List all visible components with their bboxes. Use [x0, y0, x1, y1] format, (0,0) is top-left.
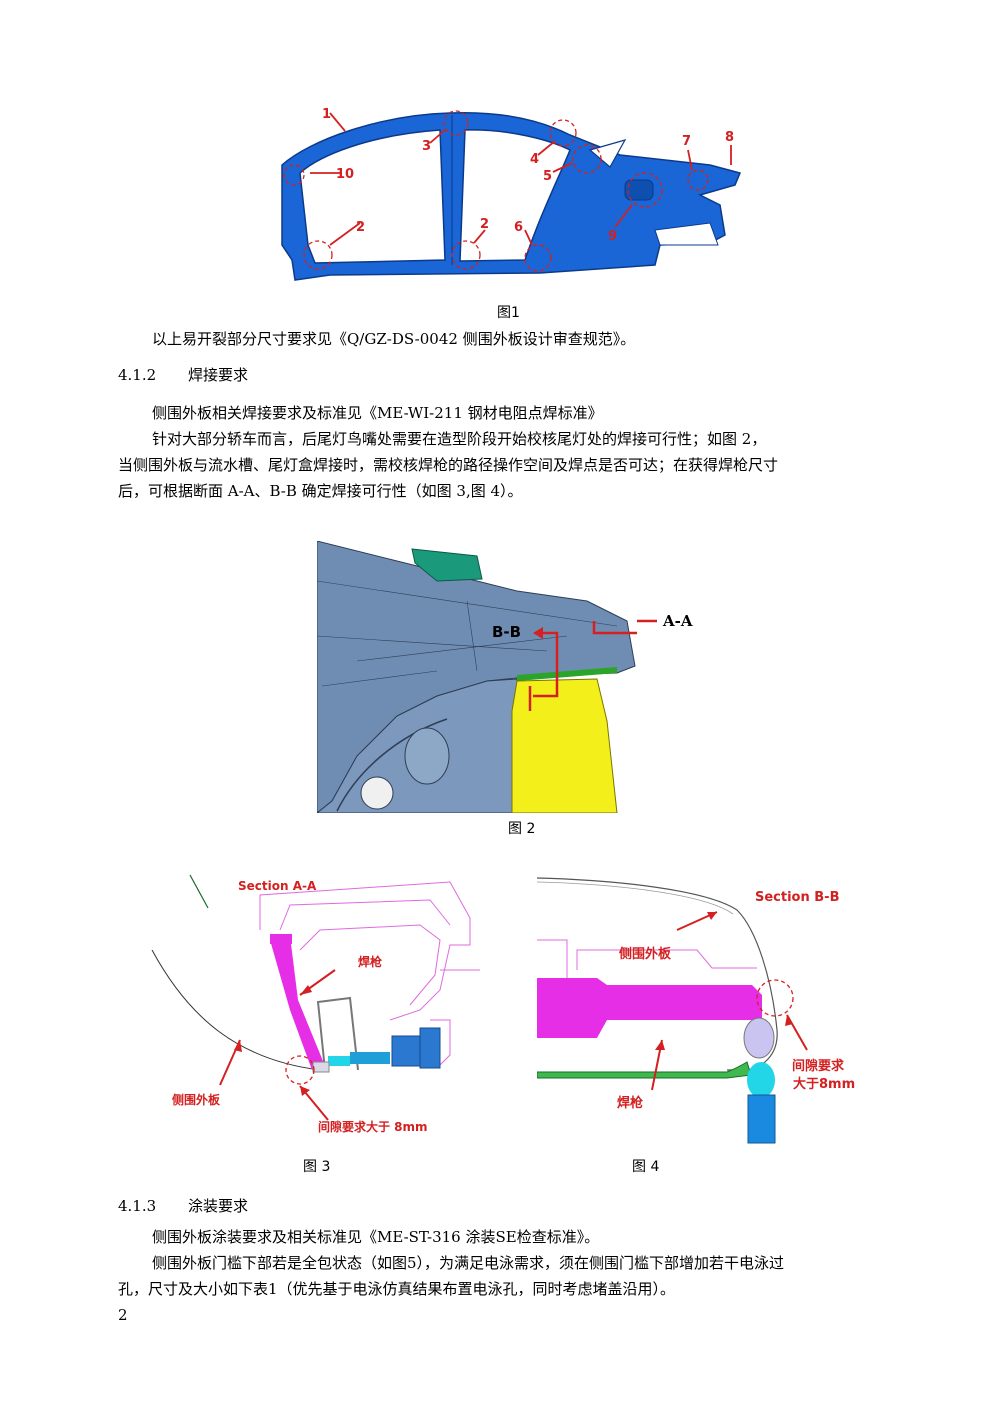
weld-para-1: 侧围外板相关焊接要求及标准见《ME-WI-211 钢材电阻点焊标准》 — [152, 404, 603, 422]
paint-para-3: 孔，尺寸及大小如下表1（优先基于电泳仿真结果布置电泳孔，同时考虑堵盖沿用）。 — [118, 1280, 676, 1298]
fig4-label-gap-line2: 大于8mm — [793, 1076, 855, 1092]
section-title: 涂装要求 — [188, 1197, 249, 1215]
figure-4-section-bb-image: Section B-B 侧围外板 焊枪 间隙要求 大于8mm — [537, 877, 855, 1144]
fig1-marker-3: 3 — [422, 139, 431, 154]
fig1-marker-5: 5 — [543, 169, 552, 184]
fig4-label-panel: 侧围外板 — [619, 946, 672, 962]
section-4-1-3-heading: 4.1.3 涂装要求 — [118, 1195, 248, 1216]
weld-para-3: 当侧围外板与流水槽、尾灯盒焊接时，需校核焊枪的路径操作空间及焊点是否可达；在获得… — [118, 456, 779, 474]
fig4-label-gun: 焊枪 — [617, 1095, 643, 1111]
figure-2-caption: 图 2 — [508, 821, 536, 837]
fig3-label-gun: 焊枪 — [358, 954, 382, 969]
fig3-label-gap: 间隙要求大于 8mm — [318, 1119, 428, 1134]
section-title: 焊接要求 — [188, 366, 249, 384]
fig1-marker-6: 6 — [514, 220, 523, 235]
figure-4-caption: 图 4 — [632, 1159, 660, 1175]
fig1-marker-1: 1 — [322, 107, 331, 122]
fig3-title: Section A-A — [238, 879, 317, 893]
fig4-label-gap-line1: 间隙要求 — [792, 1058, 845, 1074]
paint-para-1: 侧围外板涂装要求及相关标准见《ME-ST-316 涂装SE检查标准》。 — [152, 1228, 600, 1246]
fig2-label-bb: B-B — [492, 623, 521, 641]
figure-3-section-aa-image: Section A-A 焊枪 侧围外板 间隙要求大于 8mm — [151, 874, 480, 1134]
section-number: 4.1.3 — [118, 1197, 157, 1215]
fig1-marker-4: 4 — [530, 152, 539, 167]
page-number: 2 — [118, 1306, 128, 1324]
fig1-marker-10: 10 — [336, 167, 354, 182]
fig2-aa-arrow-icon — [637, 619, 657, 623]
paint-para-2: 侧围外板门槛下部若是全包状态（如图5），为满足电泳需求，须在侧围门槛下部增加若干… — [152, 1254, 785, 1272]
weld-para-2: 针对大部分轿车而言，后尾灯鸟嘴处需要在造型阶段开始校核尾灯处的焊接可行性；如图 … — [152, 430, 767, 448]
figure-2-tail-image: A-A B-B — [317, 541, 637, 813]
figure-1-side-panel-image: 1 2 2 3 4 5 6 7 8 9 10 — [281, 107, 742, 281]
fig3-label-panel: 侧围外板 — [172, 1092, 221, 1107]
figure-1-caption: 图1 — [497, 305, 520, 321]
figure-3-caption: 图 3 — [303, 1159, 331, 1175]
section-4-1-2-heading: 4.1.2 焊接要求 — [118, 364, 248, 385]
fig1-marker-8: 8 — [725, 130, 734, 145]
fig2-aa-label: A-A — [663, 612, 693, 630]
weld-para-4: 后，可根据断面 A-A、B-B 确定焊接可行性（如图 3,图 4）。 — [118, 482, 523, 500]
fig1-marker-2b: 2 — [480, 217, 489, 232]
fig1-marker-7: 7 — [682, 134, 691, 149]
fig4-title: Section B-B — [755, 890, 839, 905]
section-number: 4.1.2 — [118, 366, 157, 384]
para-fig1-note: 以上易开裂部分尺寸要求见《Q/GZ-DS-0042 侧围外板设计审查规范》。 — [152, 330, 636, 348]
fig1-marker-2a: 2 — [356, 220, 365, 235]
fig1-marker-9: 9 — [608, 229, 617, 244]
